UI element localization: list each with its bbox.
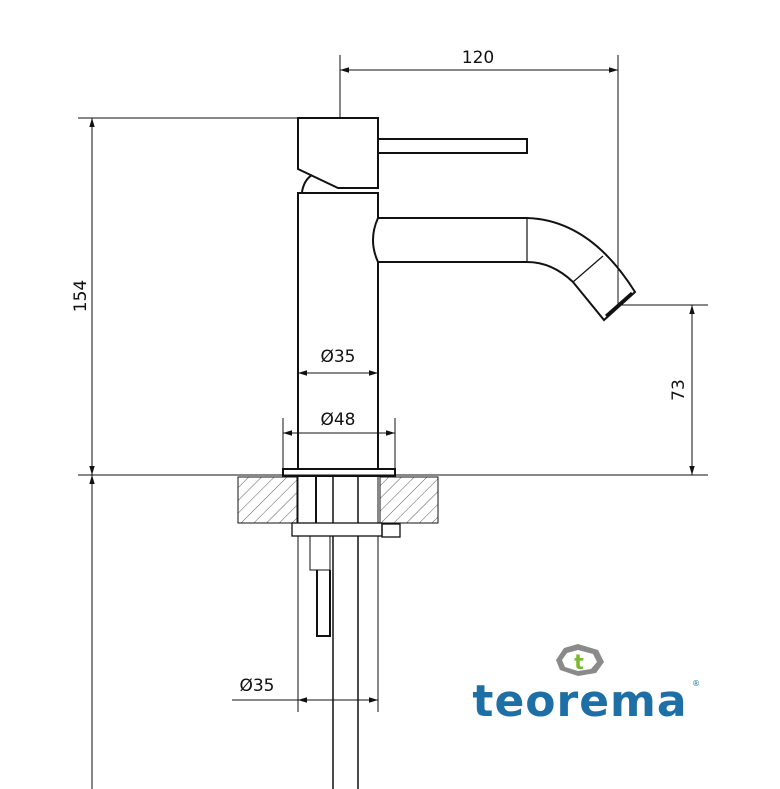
spout-height-label: 73 <box>669 379 689 401</box>
dimension-labels: 120 154 73 Ø35 Ø48 Ø35 <box>71 48 689 696</box>
teorema-logo: t teorema ® <box>472 644 700 727</box>
mounting-parts <box>291 477 401 789</box>
reach-label: 120 <box>462 48 494 68</box>
logo-mark: t <box>574 650 584 674</box>
body <box>297 192 379 476</box>
spout <box>372 217 637 322</box>
faucet <box>282 117 637 477</box>
base-flange <box>282 468 396 477</box>
hole-diameter-label: Ø35 <box>239 676 274 696</box>
lever <box>377 138 528 154</box>
dimension-lines <box>78 55 708 789</box>
height-label: 154 <box>71 280 91 312</box>
handle-cap <box>297 117 379 189</box>
countertop-section <box>237 476 439 524</box>
logo-text: teorema <box>472 676 687 727</box>
body-diameter-label: Ø35 <box>320 347 355 367</box>
registered-mark: ® <box>692 679 700 688</box>
base-diameter-label: Ø48 <box>320 410 355 430</box>
